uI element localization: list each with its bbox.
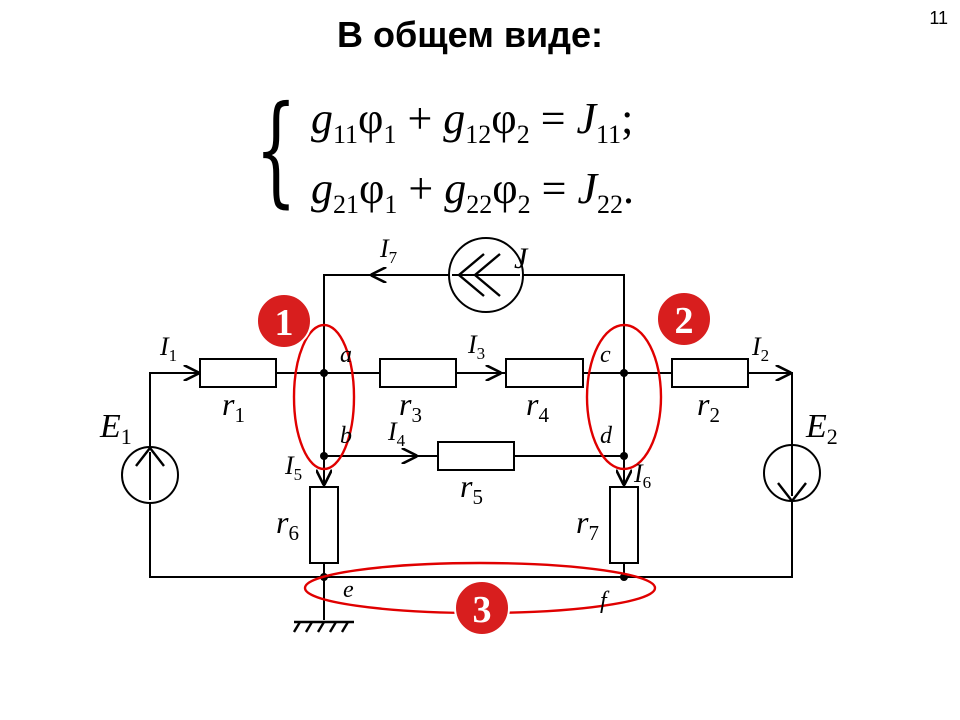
label-i7: I7 xyxy=(379,234,398,267)
label-r7: r7 xyxy=(576,504,599,545)
label-node-c: c xyxy=(600,342,611,368)
svg-text:1: 1 xyxy=(275,302,294,344)
label-i5: I5 xyxy=(284,451,302,484)
label-i3: I3 xyxy=(467,330,485,363)
node-badge-1: 1 xyxy=(256,293,312,349)
resistor-r3 xyxy=(379,358,457,388)
label-node-e: e xyxy=(343,577,354,603)
equation-1: g11φ1 + g12φ2 = J11; xyxy=(311,94,634,149)
equation-2: g21φ1 + g22φ2 = J22. xyxy=(311,164,634,219)
label-r4: r4 xyxy=(526,386,549,427)
system-brace: { xyxy=(255,81,297,220)
label-node-a: a xyxy=(340,342,352,368)
node-badge-3: 3 xyxy=(454,580,510,636)
right-loop-wire xyxy=(748,372,793,445)
label-j: J xyxy=(514,242,529,275)
label-e2: E2 xyxy=(805,408,838,449)
resistor-r2 xyxy=(671,358,749,388)
node-c xyxy=(620,369,628,377)
current-arrows xyxy=(160,275,790,484)
emf-source-e1 xyxy=(121,446,179,504)
node-badge-2: 2 xyxy=(656,291,712,347)
label-i6: I6 xyxy=(633,459,651,492)
current-source-j xyxy=(448,237,524,313)
ground-symbol xyxy=(292,620,354,633)
equation-system: { g11φ1 + g12φ2 = J11; g21φ1 + g22φ2 = J… xyxy=(255,81,775,225)
resistors xyxy=(199,358,749,564)
bottom-wire xyxy=(149,500,793,578)
highlight-node-1 xyxy=(292,323,356,471)
label-i2: I2 xyxy=(751,332,769,365)
label-node-d: d xyxy=(600,423,613,449)
label-e1: E1 xyxy=(99,408,132,449)
label-r2: r2 xyxy=(697,386,720,427)
label-r5: r5 xyxy=(460,468,483,509)
label-i4: I4 xyxy=(387,417,406,450)
slide-number: 11 xyxy=(929,8,948,28)
label-r3: r3 xyxy=(399,386,422,427)
label-i1: I1 xyxy=(159,332,177,365)
label-r1: r1 xyxy=(222,386,245,427)
svg-text:2: 2 xyxy=(675,300,694,342)
label-node-b: b xyxy=(340,423,352,449)
resistor-r1 xyxy=(199,358,277,388)
emf-source-e2 xyxy=(763,444,821,503)
resistor-r7 xyxy=(609,486,639,564)
node-b xyxy=(320,452,328,460)
j-branch-right xyxy=(523,274,625,373)
node-a xyxy=(320,369,328,377)
svg-text:3: 3 xyxy=(473,589,492,631)
resistor-r6 xyxy=(309,486,339,564)
label-r6: r6 xyxy=(276,504,299,545)
node-dots xyxy=(320,369,628,581)
highlight-node-2 xyxy=(585,323,663,471)
slide-title: В общем виде: xyxy=(337,14,603,55)
resistor-r4 xyxy=(505,358,584,388)
left-loop-wire xyxy=(149,372,200,450)
label-node-f: f xyxy=(600,588,610,614)
resistor-r5 xyxy=(437,441,515,471)
node-d xyxy=(620,452,628,460)
